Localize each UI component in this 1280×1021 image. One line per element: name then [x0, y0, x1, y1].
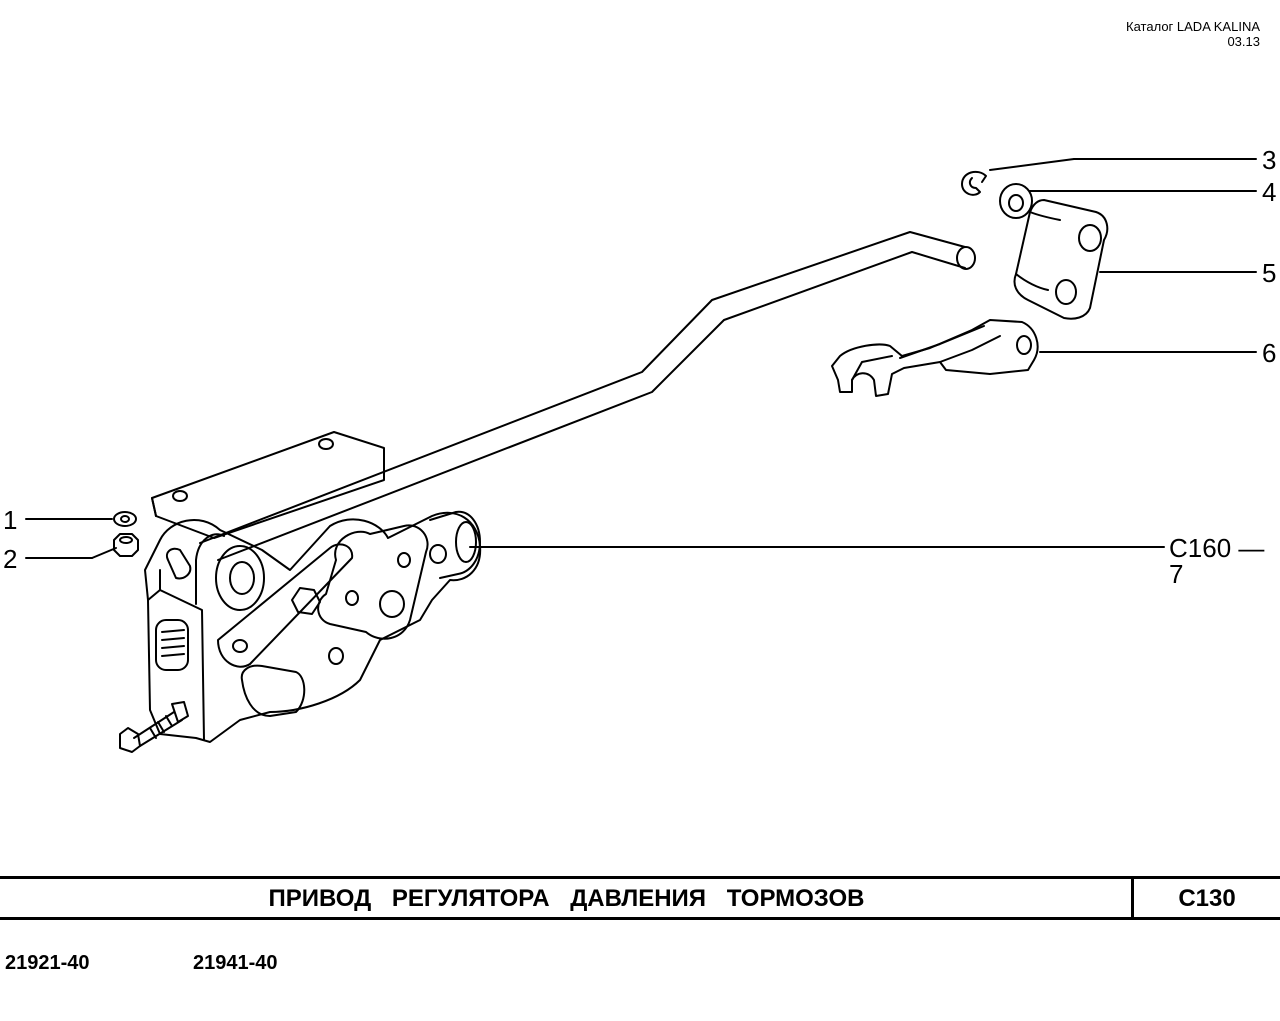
- drawing-title: ПРИВОД РЕГУЛЯТОРА ДАВЛЕНИЯ ТОРМОЗОВ: [268, 885, 865, 912]
- catalog-name: Каталог LADA KALINA: [1126, 19, 1260, 34]
- catalog-date: 03.13: [1227, 34, 1260, 49]
- parts-diagram: [25, 158, 1257, 753]
- model-code-1: 21921-40: [5, 952, 90, 974]
- nut: [113, 533, 139, 557]
- bushing: [1013, 199, 1109, 320]
- rod: [199, 231, 976, 561]
- leader-lines: [25, 158, 1257, 559]
- callout-4: 4: [1262, 177, 1277, 207]
- title-divider: [1131, 879, 1134, 917]
- small-washer: [113, 511, 137, 527]
- callout-3: 3: [1262, 145, 1277, 175]
- model-code-2: 21941-40: [193, 952, 278, 974]
- callout-6: 6: [1262, 338, 1277, 368]
- callout-7: C160 — 7: [1169, 533, 1265, 589]
- mounting-plate: [151, 431, 385, 539]
- washer: [999, 183, 1033, 219]
- callout-5: 5: [1262, 258, 1277, 288]
- callout-2: 2: [3, 544, 18, 574]
- title-block: ПРИВОД РЕГУЛЯТОРА ДАВЛЕНИЯ ТОРМОЗОВ C130: [0, 876, 1280, 920]
- bracket: [831, 319, 1039, 397]
- circlip: [961, 170, 987, 196]
- pressure-regulator: [144, 510, 482, 743]
- sheet-number: C130: [1178, 885, 1236, 912]
- callout-1: 1: [3, 505, 18, 535]
- adjust-bolt: [119, 701, 189, 753]
